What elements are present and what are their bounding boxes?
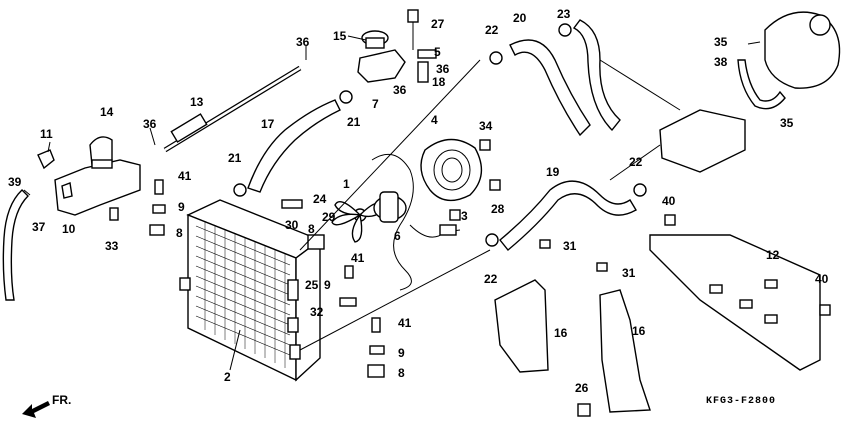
overflow-pipe-part <box>163 65 302 153</box>
small-parts <box>109 23 831 417</box>
radiator-part <box>179 199 322 382</box>
front-direction-arrow: FR. <box>22 393 71 418</box>
callout-21b: 21 <box>228 151 242 165</box>
engine-part <box>659 11 841 173</box>
callout-36b: 36 <box>143 117 157 131</box>
callout-3: 3 <box>461 209 468 223</box>
callout-5: 5 <box>434 45 441 59</box>
callout-9c: 9 <box>398 346 405 360</box>
callout-35b: 35 <box>780 116 794 130</box>
callout-19: 19 <box>546 165 560 179</box>
leader-lines <box>23 35 761 371</box>
callout-40a: 40 <box>662 194 676 208</box>
callout-29: 29 <box>322 210 336 224</box>
cap-and-housing <box>357 9 437 83</box>
callout-38: 38 <box>714 55 728 69</box>
callout-8b: 8 <box>308 222 315 236</box>
callout-22b: 22 <box>629 155 643 169</box>
callout-4: 4 <box>431 113 438 127</box>
callout-9a: 9 <box>178 200 185 214</box>
callout-8c: 8 <box>398 366 405 380</box>
callout-16b: 16 <box>632 324 646 338</box>
callout-25: 25 <box>305 278 319 292</box>
callout-6: 6 <box>394 229 401 243</box>
callout-31b: 31 <box>622 266 636 280</box>
callout-15: 15 <box>333 29 347 43</box>
hoses <box>2 19 786 301</box>
radiator-grille-part <box>649 234 821 371</box>
callout-17: 17 <box>261 117 275 131</box>
callout-26: 26 <box>575 381 589 395</box>
callout-39: 39 <box>8 175 22 189</box>
callout-34: 34 <box>479 119 493 133</box>
reserve-tank-part <box>37 136 141 216</box>
callout-21a: 21 <box>347 115 361 129</box>
diagram-code: KFG3-F2800 <box>706 396 776 407</box>
callout-labels: 1 2 3 4 5 6 7 8 8 8 9 9 9 10 11 12 13 14… <box>8 7 829 395</box>
callout-41a: 41 <box>178 169 192 183</box>
callout-32: 32 <box>310 305 324 319</box>
callout-8a: 8 <box>176 226 183 240</box>
callout-22c: 22 <box>484 272 498 286</box>
callout-28: 28 <box>491 202 505 216</box>
callout-36c: 36 <box>436 62 450 76</box>
callout-30: 30 <box>285 218 299 232</box>
callout-11: 11 <box>40 127 53 141</box>
callout-37: 37 <box>32 220 46 234</box>
callout-9b: 9 <box>324 278 331 292</box>
callout-22a: 22 <box>485 23 499 37</box>
callout-2: 2 <box>224 370 231 384</box>
callout-10: 10 <box>62 222 76 236</box>
callout-35a: 35 <box>714 35 728 49</box>
callout-27: 27 <box>431 17 445 31</box>
callout-7: 7 <box>372 97 379 111</box>
fan-shroud-part <box>420 138 483 202</box>
fan-motor-part <box>371 153 461 291</box>
callout-23: 23 <box>557 7 571 21</box>
callout-12: 12 <box>766 248 780 262</box>
callout-16a: 16 <box>554 326 568 340</box>
callout-14: 14 <box>100 105 114 119</box>
callout-13: 13 <box>190 95 204 109</box>
callout-41c: 41 <box>398 316 412 330</box>
callout-1: 1 <box>343 177 350 191</box>
shroud-covers <box>494 279 651 413</box>
callout-31a: 31 <box>563 239 577 253</box>
callout-33: 33 <box>105 239 119 253</box>
callout-20: 20 <box>513 11 527 25</box>
callout-24: 24 <box>313 192 327 206</box>
callout-36d: 36 <box>393 83 407 97</box>
callout-40b: 40 <box>815 272 829 286</box>
direction-label: FR. <box>52 393 71 407</box>
callout-36a: 36 <box>296 35 310 49</box>
callout-18: 18 <box>432 75 446 89</box>
callout-41b: 41 <box>351 251 365 265</box>
